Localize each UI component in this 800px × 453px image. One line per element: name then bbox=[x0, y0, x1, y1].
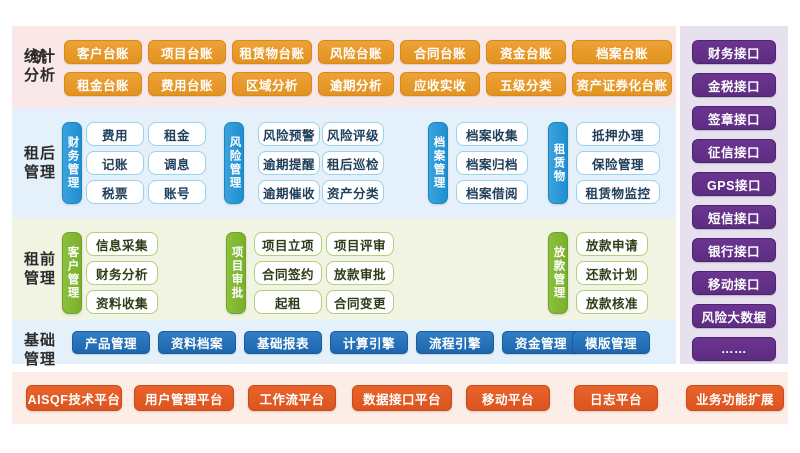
post-rental-group-tab[interactable]: 财务管理 bbox=[62, 122, 82, 204]
statistics-pill[interactable]: 逾期分析 bbox=[318, 72, 394, 96]
statistics-pill[interactable]: 合同台账 bbox=[400, 40, 480, 64]
statistics-pill[interactable]: 客户台账 bbox=[64, 40, 142, 64]
base-section-title-line1: 基础 bbox=[23, 332, 56, 349]
statistics-pill[interactable]: 风险台账 bbox=[318, 40, 394, 64]
post-rental-group-tab[interactable]: 租赁物 bbox=[548, 122, 568, 204]
pre-rental-item[interactable]: 项目评审 bbox=[326, 232, 394, 256]
statistics-pill[interactable]: 应收实收 bbox=[400, 72, 480, 96]
post-rental-item[interactable]: 调息 bbox=[148, 151, 206, 175]
interface-item[interactable]: 风险大数据 bbox=[692, 304, 776, 328]
post-rental-item[interactable]: 档案归档 bbox=[456, 151, 528, 175]
interface-item[interactable]: 移动接口 bbox=[692, 271, 776, 295]
post-rental-item[interactable]: 租赁物监控 bbox=[576, 180, 660, 204]
post-rental-item[interactable]: 保险管理 bbox=[576, 151, 660, 175]
post-rental-item[interactable]: 账号 bbox=[148, 180, 206, 204]
pre-rental-item[interactable]: 合同变更 bbox=[326, 290, 394, 314]
post-rental-item[interactable]: 费用 bbox=[86, 122, 144, 146]
base-item[interactable]: 计算引擎 bbox=[330, 331, 408, 354]
pre-rental-item[interactable]: 信息采集 bbox=[86, 232, 158, 256]
interface-item[interactable]: 金税接口 bbox=[692, 73, 776, 97]
platform-item[interactable]: 工作流平台 bbox=[248, 385, 336, 411]
pre-rental-item[interactable]: 放款核准 bbox=[576, 290, 648, 314]
pre-rental-item[interactable]: 财务分析 bbox=[86, 261, 158, 285]
post-rental-section-title-line1: 租后 bbox=[23, 145, 56, 162]
pre-rental-group-tab[interactable]: 项目审批 bbox=[226, 232, 246, 314]
statistics-section-title: 统计分析 bbox=[18, 47, 62, 85]
post-rental-group-tab[interactable]: 档案管理 bbox=[428, 122, 448, 204]
interface-item[interactable]: 签章接口 bbox=[692, 106, 776, 130]
post-rental-item[interactable]: 风险评级 bbox=[322, 122, 384, 146]
pre-rental-item[interactable]: 放款审批 bbox=[326, 261, 394, 285]
pre-rental-group-tab[interactable]: 客户管理 bbox=[62, 232, 82, 314]
post-rental-item[interactable]: 税票 bbox=[86, 180, 144, 204]
post-rental-item[interactable]: 风险预警 bbox=[258, 122, 320, 146]
pre-rental-item[interactable]: 合同签约 bbox=[254, 261, 322, 285]
pre-rental-item[interactable]: 起租 bbox=[254, 290, 322, 314]
platform-item[interactable]: 业务功能扩展 bbox=[686, 385, 784, 411]
statistics-pill[interactable]: 区域分析 bbox=[232, 72, 312, 96]
post-rental-item[interactable]: 记账 bbox=[86, 151, 144, 175]
interface-item[interactable]: 征信接口 bbox=[692, 139, 776, 163]
pre-rental-section-title-line2: 管理 bbox=[23, 270, 56, 287]
post-rental-item[interactable]: 逾期催收 bbox=[258, 180, 320, 204]
base-section-title: 基础管理 bbox=[18, 331, 62, 369]
post-rental-item[interactable]: 档案借阅 bbox=[456, 180, 528, 204]
statistics-section-title-line2: 分析 bbox=[23, 67, 56, 84]
statistics-pill[interactable]: 五级分类 bbox=[486, 72, 566, 96]
post-rental-item[interactable]: 租后巡检 bbox=[322, 151, 384, 175]
post-rental-item[interactable]: 档案收集 bbox=[456, 122, 528, 146]
statistics-pill[interactable]: 档案台账 bbox=[572, 40, 672, 64]
statistics-pill[interactable]: 资产证券化台账 bbox=[572, 72, 672, 96]
statistics-pill[interactable]: 费用台账 bbox=[148, 72, 226, 96]
base-item[interactable]: 资金管理 bbox=[502, 331, 580, 354]
post-rental-item[interactable]: 租金 bbox=[148, 122, 206, 146]
statistics-section-label: 统 bbox=[31, 49, 48, 66]
post-rental-group-tab[interactable]: 风险管理 bbox=[224, 122, 244, 204]
statistics-pill[interactable]: 资金台账 bbox=[486, 40, 566, 64]
platform-item[interactable]: 日志平台 bbox=[574, 385, 658, 411]
platform-item[interactable]: 数据接口平台 bbox=[352, 385, 452, 411]
pre-rental-group-tab[interactable]: 放款管理 bbox=[548, 232, 568, 314]
statistics-pill[interactable]: 租赁物台账 bbox=[232, 40, 312, 64]
statistics-pill[interactable]: 项目台账 bbox=[148, 40, 226, 64]
post-rental-item[interactable]: 资产分类 bbox=[322, 180, 384, 204]
base-item[interactable]: 资料档案 bbox=[158, 331, 236, 354]
statistics-pill[interactable]: 租金台账 bbox=[64, 72, 142, 96]
platform-item[interactable]: AISQF技术平台 bbox=[26, 385, 122, 411]
platform-item[interactable]: 移动平台 bbox=[466, 385, 550, 411]
pre-rental-section-title-line1: 租前 bbox=[23, 251, 56, 268]
interface-item[interactable]: …… bbox=[692, 337, 776, 361]
platform-item[interactable]: 用户管理平台 bbox=[134, 385, 234, 411]
base-item[interactable]: 流程引擎 bbox=[416, 331, 494, 354]
post-rental-item[interactable]: 逾期提醒 bbox=[258, 151, 320, 175]
pre-rental-item[interactable]: 放款申请 bbox=[576, 232, 648, 256]
post-rental-section-title-line2: 管理 bbox=[23, 164, 56, 181]
interface-item[interactable]: 银行接口 bbox=[692, 238, 776, 262]
pre-rental-item[interactable]: 还款计划 bbox=[576, 261, 648, 285]
post-rental-item[interactable]: 抵押办理 bbox=[576, 122, 660, 146]
statistics-section-title-line1: 统计 bbox=[23, 48, 56, 65]
post-rental-section-title: 租后管理 bbox=[18, 144, 62, 182]
interface-item[interactable]: 财务接口 bbox=[692, 40, 776, 64]
base-item[interactable]: 产品管理 bbox=[72, 331, 150, 354]
base-item[interactable]: 基础报表 bbox=[244, 331, 322, 354]
base-section-title-line2: 管理 bbox=[23, 351, 56, 368]
pre-rental-section-title: 租前管理 bbox=[18, 250, 62, 288]
interface-item[interactable]: GPS接口 bbox=[692, 172, 776, 196]
base-item[interactable]: 模版管理 bbox=[572, 331, 650, 354]
pre-rental-item[interactable]: 资料收集 bbox=[86, 290, 158, 314]
interface-item[interactable]: 短信接口 bbox=[692, 205, 776, 229]
pre-rental-item[interactable]: 项目立项 bbox=[254, 232, 322, 256]
